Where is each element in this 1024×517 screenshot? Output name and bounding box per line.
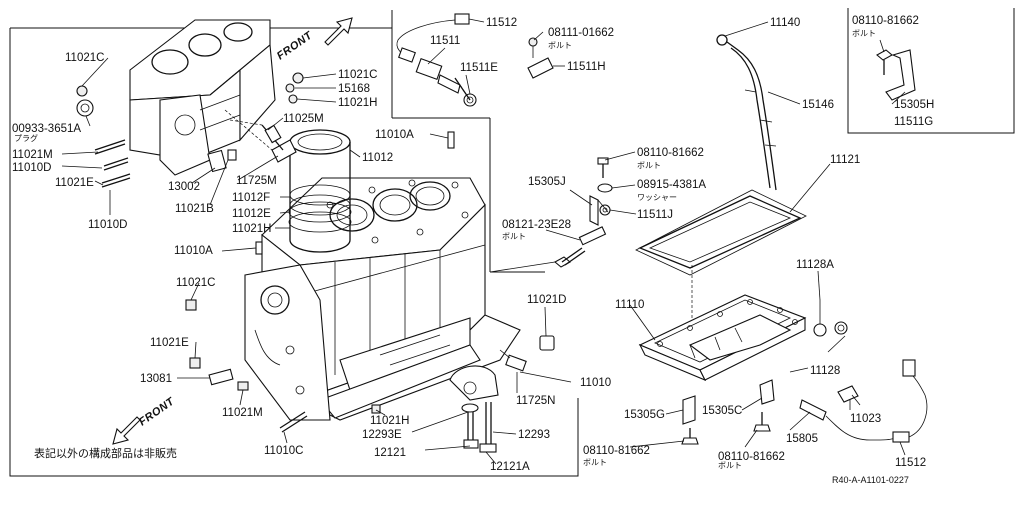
part-label-p-11511j: 11511J	[637, 209, 673, 221]
part-label-p-11021c-b: 11021C	[338, 69, 377, 81]
part-label-p-11021d: 11021D	[527, 294, 566, 306]
part-label-p-15146: 15146	[802, 99, 834, 111]
part-label-p-08121: 08121-23E28	[502, 219, 571, 231]
part-label-p-11128a: 11128A	[796, 259, 834, 271]
part-label-p-11021h-a: 11021H	[338, 97, 377, 109]
part-label-p-15168: 15168	[338, 83, 370, 95]
part-label-p-11512-b: 11512	[895, 457, 926, 469]
part-label-p-12293: 12293	[518, 429, 550, 441]
part-label-p-11021m-b: 11021M	[222, 407, 263, 419]
part-label-p-15305j: 15305J	[528, 176, 566, 188]
plug-sublabel: プラグ	[14, 133, 38, 143]
part-label-p-11511g: 11511G	[894, 116, 933, 128]
part-label-p-08915: 08915-4381A	[637, 179, 706, 191]
part-label-p-00933: 00933-3651A	[12, 123, 81, 135]
cylinder-block	[244, 177, 521, 421]
part-label-p-11128: 11128	[810, 365, 840, 377]
part-label-p-13002: 13002	[168, 181, 200, 193]
part-label-p-11010d-a: 11010D	[12, 162, 51, 174]
front-arrow-top	[324, 17, 353, 46]
part-label-p-15805: 15805	[786, 433, 818, 445]
part-number-labels: 11021C 11021C 15168 11021H 00933-3651A 11021M…	[12, 15, 934, 473]
part-label-p-15305g: 15305G	[624, 409, 665, 421]
part-label-p-08111: 08111-01662	[548, 27, 614, 39]
part-label-p-11012f: 11012F	[232, 192, 270, 204]
part-label-p-11025m: 11025M	[283, 113, 324, 125]
front-label-top: FRONT	[275, 29, 316, 62]
part-label-p-11725m: 11725M	[236, 175, 277, 187]
part-label-p-12121: 12121	[374, 447, 406, 459]
bolt-sublabel-6: ボルト	[718, 461, 742, 470]
oil-pan-assembly	[635, 189, 861, 406]
part-label-p-12121a: 12121A	[490, 461, 530, 473]
part-label-p-11010d-b: 11010D	[88, 219, 127, 231]
oil-pressure-sensor-group	[396, 13, 554, 107]
not-for-sale-note: 表記以外の構成部品は非販売	[34, 446, 177, 460]
washer-sublabel: ワッシャー	[637, 193, 677, 202]
front-arrow-bottom	[112, 416, 141, 445]
part-label-p-11140: 11140	[770, 17, 800, 29]
part-label-p-11021c-a: 11021C	[65, 52, 104, 64]
bolt-sublabel-4: ボルト	[502, 232, 526, 241]
part-label-p-08110-c: 08110-81662	[583, 445, 650, 457]
part-label-p-08110-b: 08110-81662	[637, 147, 704, 159]
part-label-p-11725n: 11725N	[516, 395, 555, 407]
cylinder-liner	[288, 129, 352, 253]
part-label-p-08110-d: 08110-81662	[718, 451, 785, 463]
bolt-sublabel-5: ボルト	[583, 458, 607, 467]
part-label-p-11021e-b: 11021E	[150, 337, 189, 349]
part-label-p-11021h-b: 11021H	[232, 223, 271, 235]
leader-lines	[61, 18, 906, 465]
bolt-sublabel-3: ボルト	[637, 161, 661, 170]
part-label-p-11012: 11012	[362, 152, 393, 164]
part-label-p-11511: 11511	[430, 35, 460, 47]
part-label-p-11010c: 11010C	[264, 445, 303, 457]
part-label-p-11023: 11023	[850, 413, 881, 425]
part-label-p-11010a-b: 11010A	[174, 245, 213, 257]
part-label-p-11021m-a: 11021M	[12, 149, 53, 161]
part-label-p-11010: 11010	[580, 377, 611, 389]
part-label-p-08110-a: 08110-81662	[852, 15, 919, 27]
front-label-bottom: FRONT	[137, 395, 178, 428]
part-label-p-11021c-c: 11021C	[176, 277, 215, 289]
part-label-p-11021h-c: 11021H	[370, 415, 409, 427]
part-label-p-11021e-a: 11021E	[55, 177, 94, 189]
bolt-sublabel-1: ボルト	[548, 41, 572, 50]
part-label-p-15305h: 15305H	[894, 99, 934, 111]
part-label-p-11021b: 11021B	[175, 203, 214, 215]
cylinder-head	[76, 19, 304, 188]
misc-small-parts	[185, 49, 928, 453]
part-label-p-11512-a: 11512	[486, 17, 517, 29]
oil-dipstick	[716, 34, 777, 191]
frame-lines	[9, 8, 1015, 477]
part-label-p-11511e: 11511E	[460, 62, 498, 74]
part-label-p-11010a-a: 11010A	[375, 129, 414, 141]
part-label-p-11110: 11110	[615, 299, 644, 311]
part-label-p-13081: 13081	[140, 373, 172, 385]
part-label-p-15305c: 15305C	[702, 405, 742, 417]
part-label-p-12293e: 12293E	[362, 429, 402, 441]
bolt-sublabel-2: ボルト	[852, 29, 876, 38]
part-label-p-11012e: 11012E	[232, 208, 271, 220]
part-label-p-11121: 11121	[830, 154, 860, 166]
part-label-p-11511h: 11511H	[567, 61, 606, 73]
drawing-code: R40-A-A1101-0227	[832, 475, 909, 485]
